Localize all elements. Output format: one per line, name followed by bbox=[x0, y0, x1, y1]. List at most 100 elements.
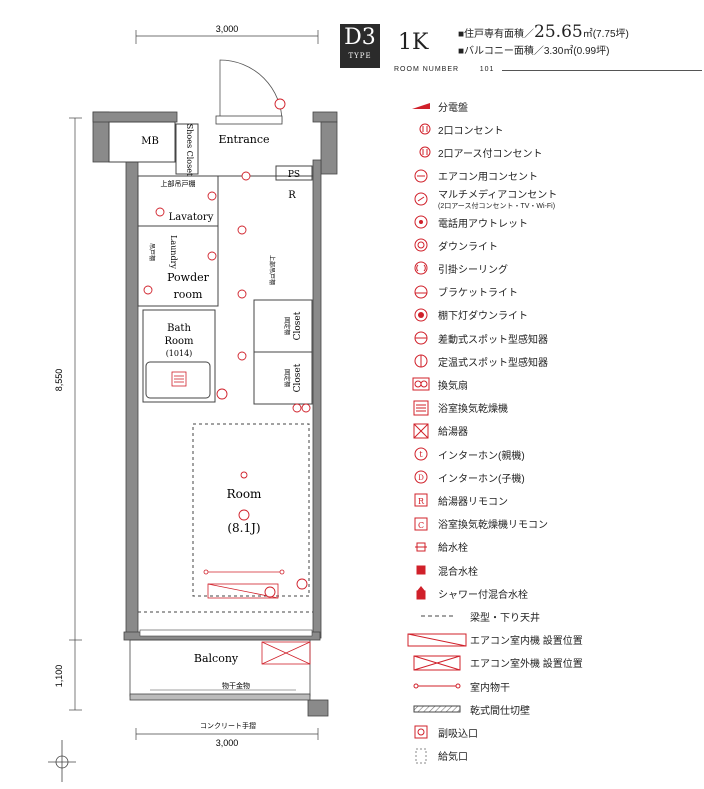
legend-row: 定温式スポット型感知器 bbox=[404, 351, 548, 371]
multimedia-outlet-icon bbox=[404, 191, 438, 207]
legend-label: エアコン室内機 設置位置 bbox=[470, 636, 583, 648]
svg-text:R: R bbox=[418, 497, 425, 506]
walls bbox=[92, 111, 338, 717]
header-rule bbox=[502, 70, 702, 71]
room-type: 1K bbox=[398, 30, 429, 55]
dimension-bottom bbox=[135, 728, 319, 740]
legend-row: エアコン用コンセント bbox=[404, 166, 538, 186]
legend-label: 換気扇 bbox=[438, 380, 468, 392]
concrete-rail bbox=[129, 693, 311, 701]
downlight-device bbox=[207, 191, 217, 201]
ps-label: PS bbox=[288, 170, 300, 180]
bath-dryer-remote-icon: C bbox=[404, 516, 438, 532]
private-area: ■住戸専有面積／25.65㎡(7.75坪) bbox=[458, 22, 629, 42]
downlight-device bbox=[237, 351, 247, 361]
compass-icon bbox=[48, 740, 76, 782]
shoes-closet-label: Shoes Closet bbox=[185, 124, 194, 177]
legend-row: マルチメディアコンセント(2口アース付コンセント・TV・Wi-Fi) bbox=[404, 186, 557, 211]
room-label: Room bbox=[227, 487, 262, 501]
ceiling-hook-icon bbox=[404, 260, 438, 276]
indoor-clothesline-icon bbox=[404, 678, 470, 694]
water-heater-icon bbox=[404, 423, 438, 439]
multimedia-device bbox=[296, 578, 308, 590]
outlet-device bbox=[143, 285, 153, 295]
legend-row: 室内物干 bbox=[404, 676, 510, 696]
downlight-device bbox=[237, 289, 247, 299]
legend-row: 棚下灯ダウンライト bbox=[404, 305, 528, 325]
dry-partition-icon bbox=[404, 701, 470, 717]
bracket-light-icon bbox=[404, 284, 438, 300]
legend-label: 給湯器 bbox=[438, 427, 468, 439]
svg-text:D: D bbox=[418, 474, 424, 482]
balcony-window[interactable] bbox=[139, 629, 313, 637]
outlet-device bbox=[155, 207, 165, 217]
laundry-label: Laundry bbox=[169, 235, 178, 269]
indoor-clothesline bbox=[203, 569, 285, 575]
legend-row: 分電盤 bbox=[404, 96, 468, 116]
legend-label: シャワー付混合水栓 bbox=[438, 589, 528, 601]
dim-bottom-text: 3,000 bbox=[216, 738, 239, 748]
private-area-unit: ㎡(7.75坪) bbox=[582, 29, 629, 40]
legend-row: 給気口 bbox=[404, 746, 468, 766]
concrete-rail-label: コンクリート手摺 bbox=[200, 721, 256, 730]
legend-row: 引掛シーリング bbox=[404, 258, 508, 278]
type-word: TYPE bbox=[348, 52, 372, 60]
legend-label: 副吸込口 bbox=[438, 728, 478, 740]
balcony-area bbox=[129, 639, 311, 697]
intercom-sub-icon: D bbox=[404, 469, 438, 485]
outlet-device bbox=[301, 403, 311, 413]
dim-left-main-text: 8,550 bbox=[54, 369, 64, 392]
entry-door[interactable] bbox=[215, 115, 283, 125]
powder-room-label-2: room bbox=[174, 288, 204, 301]
legend-sub-label: (2口アース付コンセント・TV・Wi-Fi) bbox=[438, 203, 556, 211]
legend-row: 乾式間仕切壁 bbox=[404, 699, 530, 719]
legend-row: 差動式スポット型感知器 bbox=[404, 328, 548, 348]
mixer-tap-icon bbox=[404, 562, 438, 578]
fixed-temp-detector-icon bbox=[404, 353, 438, 369]
legend-row: ブラケットライト bbox=[404, 282, 518, 302]
bath-dryer bbox=[171, 371, 187, 387]
bath-dryer-icon bbox=[404, 400, 438, 416]
downlight-icon bbox=[404, 237, 438, 253]
heater-remote-icon: R bbox=[404, 492, 438, 508]
legend-row: 電話用アウトレット bbox=[404, 212, 528, 232]
air-supply-icon bbox=[404, 748, 438, 764]
beam-line-icon bbox=[404, 608, 470, 624]
intercom-main-icon: t bbox=[404, 446, 438, 462]
legend-row: 2口アース付コンセント bbox=[404, 142, 542, 162]
dim-left-balcony-text: 1,100 bbox=[54, 665, 64, 688]
entrance-label: Entrance bbox=[218, 133, 269, 146]
legend-label: エアコン室外機 設置位置 bbox=[470, 659, 583, 671]
downlight-device bbox=[237, 225, 247, 235]
grounded-outlet-icon bbox=[404, 144, 438, 160]
dimension-left bbox=[69, 117, 82, 711]
bath-room-label-2: Room bbox=[164, 336, 194, 347]
partitions bbox=[137, 123, 313, 613]
bath-room-label-1: Bath bbox=[167, 323, 191, 334]
dim-top-text: 3,000 bbox=[216, 24, 239, 34]
ac-outlet-device bbox=[264, 586, 276, 598]
legend-row: 換気扇 bbox=[404, 374, 468, 394]
legend-label: 混合水栓 bbox=[438, 566, 478, 578]
shelf-downlight-icon bbox=[404, 307, 438, 323]
private-area-value: 25.65 bbox=[534, 22, 583, 42]
detector-device bbox=[240, 471, 248, 479]
legend-label: 浴室換気乾燥機 bbox=[438, 404, 508, 416]
legend-label-group: マルチメディアコンセント(2口アース付コンセント・TV・Wi-Fi) bbox=[438, 186, 557, 211]
rate-of-rise-detector-icon bbox=[404, 330, 438, 346]
room-number-caption: ROOM NUMBER bbox=[394, 66, 460, 73]
intercom-sub-device bbox=[274, 98, 286, 110]
legend-row: ダウンライト bbox=[404, 235, 498, 255]
legend-label: 差動式スポット型感知器 bbox=[438, 334, 548, 346]
entry-door-swing bbox=[219, 59, 283, 123]
legend-label: エアコン用コンセント bbox=[438, 172, 538, 184]
legend-label: 給気口 bbox=[438, 752, 468, 764]
legend-row: 2口コンセント bbox=[404, 119, 504, 139]
closet-side-label-1: 固定棚 bbox=[283, 317, 291, 335]
kitchen-storage-label: 上部吊戸棚 bbox=[268, 255, 276, 285]
closet-side-label-2: 固定棚 bbox=[283, 369, 291, 387]
legend-label: 電話用アウトレット bbox=[438, 218, 528, 230]
shower-mixer-tap-icon bbox=[404, 585, 438, 601]
